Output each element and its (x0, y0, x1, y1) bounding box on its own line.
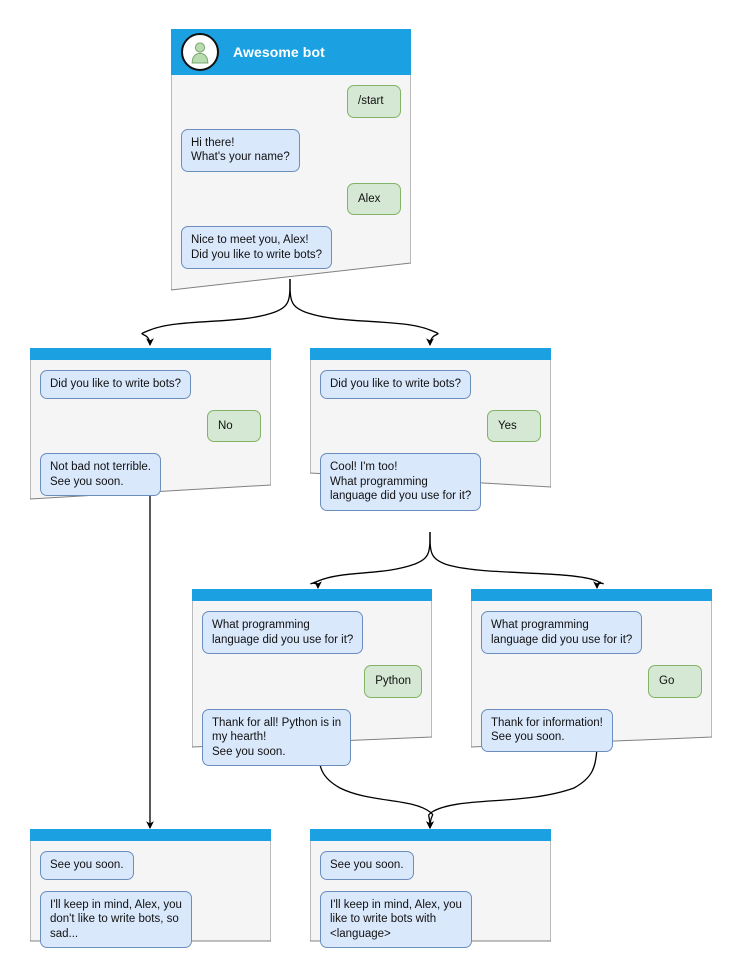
message-row: Thank for information! See you soon. (481, 708, 702, 752)
answer-no-card[interactable]: Did you like to write bots? No Not bad n… (30, 348, 271, 500)
connector-yes-to-go (429, 531, 604, 590)
message-row: No (40, 409, 261, 442)
message-row: Not bad not terrible. See you soon. (40, 453, 261, 496)
start-card-header: Awesome bot (171, 29, 411, 75)
message-row: See you soon. (320, 851, 541, 880)
user-message-bubble[interactable]: Python (364, 665, 422, 698)
language-go-card-header (471, 589, 712, 601)
bot-message-bubble[interactable]: Thank for all! Python is in my hearth! S… (202, 708, 352, 766)
answer-yes-card[interactable]: Did you like to write bots? Yes Cool! I'… (310, 348, 551, 511)
bot-message-bubble[interactable]: Not bad not terrible. See you soon. (40, 453, 162, 496)
message-row: Nice to meet you, Alex! Did you like to … (181, 226, 401, 269)
message-row: Yes (320, 409, 541, 442)
bot-message-bubble[interactable]: Cool! I'm too! What programming language… (320, 453, 482, 511)
bot-message-bubble[interactable]: See you soon. (40, 851, 134, 880)
message-row: Alex (181, 182, 401, 215)
person-avatar-icon (181, 33, 219, 71)
bot-message-bubble[interactable]: Nice to meet you, Alex! Did you like to … (181, 226, 333, 269)
message-row: Did you like to write bots? (40, 370, 261, 399)
bot-message-bubble[interactable]: I'll keep in mind, Alex, you like to wri… (320, 890, 472, 948)
bot-message-bubble[interactable]: What programming language did you use fo… (202, 611, 364, 654)
bot-message-bubble[interactable]: See you soon. (320, 851, 414, 880)
message-row: Go (481, 665, 702, 698)
message-row: Cool! I'm too! What programming language… (320, 453, 541, 511)
user-message-bubble[interactable]: Go (648, 665, 702, 698)
user-message-bubble[interactable]: No (207, 409, 261, 442)
message-row: Did you like to write bots? (320, 370, 541, 399)
user-message-bubble[interactable]: Alex (347, 182, 401, 215)
end-happy-card[interactable]: See you soon. I'll keep in mind, Alex, y… (310, 829, 551, 948)
answer-yes-card-messages: Did you like to write bots? Yes Cool! I'… (310, 360, 551, 522)
message-row: I'll keep in mind, Alex, you don't like … (40, 890, 261, 948)
bot-message-bubble[interactable]: What programming language did you use fo… (481, 611, 643, 654)
language-go-card[interactable]: What programming language did you use fo… (471, 589, 712, 752)
message-row: What programming language did you use fo… (202, 611, 422, 654)
bot-name-label: Awesome bot (233, 44, 325, 60)
message-row: Thank for all! Python is in my hearth! S… (202, 708, 422, 766)
end-sad-card-messages: See you soon. I'll keep in mind, Alex, y… (30, 841, 271, 959)
language-python-card-messages: What programming language did you use fo… (192, 601, 432, 777)
message-row: See you soon. (40, 851, 261, 880)
start-card[interactable]: Awesome bot /start Hi there! What's your… (171, 29, 411, 291)
bot-message-bubble[interactable]: I'll keep in mind, Alex, you don't like … (40, 890, 192, 948)
end-happy-card-messages: See you soon. I'll keep in mind, Alex, y… (310, 841, 551, 959)
message-row: Hi there! What's your name? (181, 128, 401, 172)
bot-message-bubble[interactable]: Did you like to write bots? (40, 370, 192, 399)
message-row: What programming language did you use fo… (481, 611, 702, 654)
message-row: I'll keep in mind, Alex, you like to wri… (320, 890, 541, 948)
message-row: /start (181, 85, 401, 118)
message-row: Python (202, 665, 422, 698)
bot-message-bubble[interactable]: Did you like to write bots? (320, 370, 472, 399)
answer-no-card-messages: Did you like to write bots? No Not bad n… (30, 360, 271, 507)
bot-message-bubble[interactable]: Hi there! What's your name? (181, 128, 300, 172)
end-sad-card[interactable]: See you soon. I'll keep in mind, Alex, y… (30, 829, 271, 948)
connector-yes-to-python (310, 531, 431, 590)
start-card-messages: /start Hi there! What's your name? Alex … (171, 75, 411, 280)
bot-message-bubble[interactable]: Thank for information! See you soon. (481, 708, 613, 752)
language-python-card-header (192, 589, 432, 601)
end-sad-card-header (30, 829, 271, 841)
user-message-bubble[interactable]: /start (347, 85, 401, 118)
language-python-card[interactable]: What programming language did you use fo… (192, 589, 432, 766)
language-go-card-messages: What programming language did you use fo… (471, 601, 712, 763)
answer-yes-card-header (310, 348, 551, 360)
end-happy-card-header (310, 829, 551, 841)
user-message-bubble[interactable]: Yes (487, 409, 541, 442)
answer-no-card-header (30, 348, 271, 360)
